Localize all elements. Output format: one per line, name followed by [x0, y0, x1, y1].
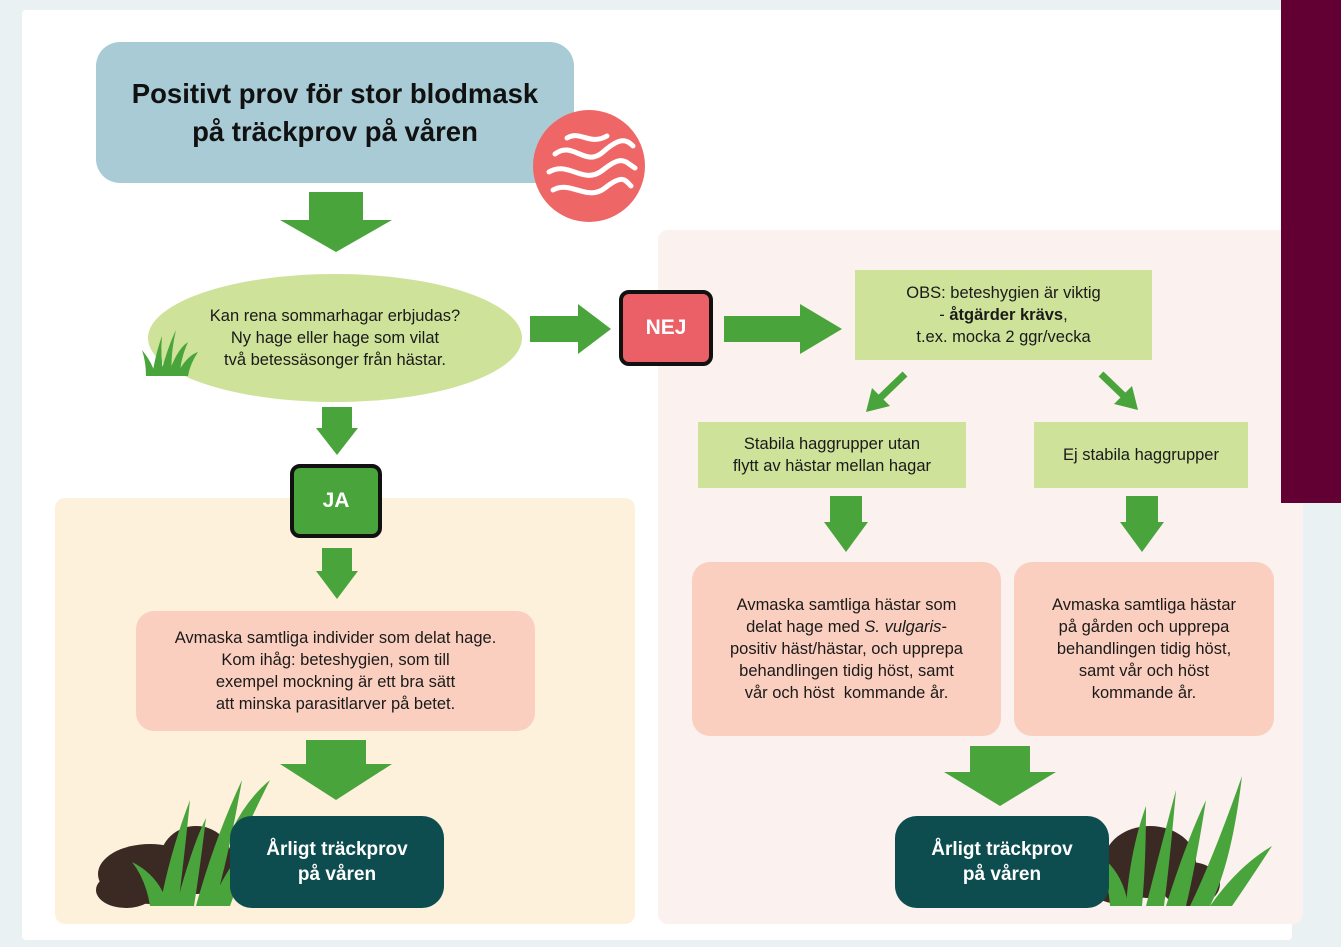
arrow-diagonal-left-head	[866, 388, 890, 412]
title-line-2: på träckprov på våren	[192, 115, 478, 147]
obs-dash: -	[939, 306, 950, 324]
stable-action-line-5: vår och höst kommande år.	[744, 684, 949, 702]
stable-groups-line-2: flytt av hästar mellan hagar	[732, 457, 932, 475]
yes-action-line-1: Avmaska samtliga individer som delat hag…	[174, 629, 497, 647]
annual-test-right: Årligt träckprov på våren	[895, 816, 1109, 908]
pasture-question: Kan rena sommarhagar erbjudas? Ny hage e…	[148, 274, 522, 402]
arrow-down-title	[280, 192, 392, 252]
unstable-action-line-1: Avmaska samtliga hästar	[1051, 596, 1237, 614]
annual-left-line-1: Årligt träckprov	[266, 839, 408, 860]
arrow-down-yes-annual	[280, 740, 392, 800]
worm-icon	[533, 110, 645, 222]
title-box: Positivt prov för stor blodmask på träck…	[96, 42, 574, 183]
arrow-diagonal-right-head	[1114, 386, 1138, 410]
unstable-action-box: Avmaska samtliga hästar på gården och up…	[1014, 562, 1274, 736]
annual-right-line-1: Årligt träckprov	[931, 839, 1073, 860]
unstable-action-line-5: kommande år.	[1091, 684, 1197, 702]
unstable-action-line-4: samt vår och höst	[1078, 662, 1210, 680]
obs-line-2: - åtgärder krävs,	[939, 304, 1067, 326]
question-line-3: två betessäsonger från hästar.	[224, 351, 446, 369]
yes-action-line-4: att minska parasitlarver på betet.	[215, 695, 456, 713]
unstable-groups-box: Ej stabila haggrupper	[1034, 422, 1248, 488]
stable-action-prefix: delat hage med	[746, 618, 865, 636]
obs-box: OBS: beteshygien är viktig - åtgärder kr…	[855, 270, 1152, 360]
no-badge: NEJ	[619, 290, 713, 366]
stable-groups-box: Stabila haggrupper utan flytt av hästar …	[698, 422, 966, 488]
question-line-2: Ny hage eller hage som vilat	[230, 329, 440, 347]
species-name: S. vulgaris	[864, 618, 942, 636]
question-line-1: Kan rena sommarhagar erbjudas?	[209, 307, 461, 325]
obs-line-1: OBS: beteshygien är viktig	[906, 284, 1101, 302]
yes-action-line-3: exempel mockning är ett bra sätt	[215, 673, 456, 691]
stable-action-line-1: Avmaska samtliga hästar som	[736, 596, 957, 614]
stable-action-hyphen: -	[941, 618, 947, 636]
title-line-1: Positivt prov för stor blodmask	[131, 77, 539, 109]
unstable-action-line-3: behandlingen tidig höst,	[1056, 640, 1232, 658]
stable-action-box: Avmaska samtliga hästar som delat hage m…	[692, 562, 1001, 736]
obs-comma: ,	[1063, 306, 1068, 324]
obs-emphasis: åtgärder krävs	[949, 306, 1064, 324]
arrow-down-unstable	[1120, 496, 1164, 552]
stable-groups-line-1: Stabila haggrupper utan	[743, 435, 921, 453]
arrow-down-no-annual	[944, 746, 1056, 806]
yes-action-box: Avmaska samtliga individer som delat hag…	[136, 611, 535, 731]
stable-action-line-4: behandlingen tidig höst, samt	[739, 662, 954, 680]
stable-action-line-3: positiv häst/hästar, och upprepa	[730, 640, 963, 658]
annual-test-left: Årligt träckprov på våren	[230, 816, 444, 908]
arrow-diagonal-left	[875, 371, 908, 403]
arrow-down-yes	[316, 548, 358, 599]
arrow-right-question	[530, 304, 611, 354]
arrow-down-question	[316, 407, 358, 455]
arrow-down-stable	[824, 496, 868, 552]
stable-action-line-2: delat hage med S. vulgaris-	[746, 616, 947, 638]
annual-left-line-2: på våren	[297, 864, 377, 885]
side-bar	[1281, 0, 1341, 503]
obs-line-3: t.ex. mocka 2 ggr/vecka	[916, 328, 1091, 346]
unstable-action-line-2: på gården och upprepa	[1058, 618, 1230, 636]
yes-action-line-2: Kom ihåg: beteshygien, som till	[221, 651, 450, 669]
yes-badge: JA	[290, 464, 382, 538]
annual-right-line-2: på våren	[962, 864, 1042, 885]
arrow-right-no	[724, 304, 842, 354]
unstable-groups-line-1: Ej stabila haggrupper	[1063, 446, 1219, 464]
grass-icon	[142, 330, 198, 376]
arrow-diagonal-right	[1098, 371, 1129, 401]
